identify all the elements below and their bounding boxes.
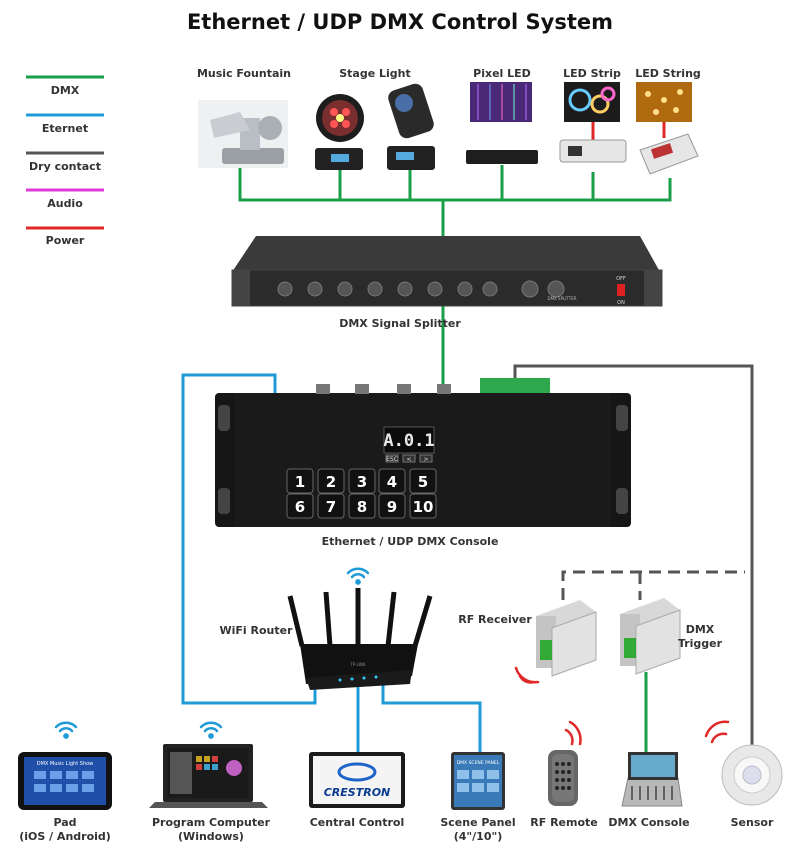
legend-item-audio: Audio: [47, 197, 83, 210]
label-pad-os: (iOS / Android): [19, 830, 111, 843]
console-keypad: 1 2 3 4 5 6 7 8 9 10: [286, 468, 437, 519]
dmx-bus-top: [238, 165, 672, 752]
splitter-brand-label: DMX SPLITTER: [547, 296, 576, 301]
wifi-icon-pc: [199, 721, 223, 739]
label-dmx-console: DMX Console: [608, 816, 690, 829]
scene-panel-image: [451, 752, 505, 810]
dry-contact-lines: [513, 364, 754, 745]
label-scene-panel-size: (4"/10"): [453, 830, 503, 843]
label-pad: Pad: [53, 816, 77, 829]
crestron-logo: CRESTRON: [324, 786, 391, 799]
svg-text:6: 6: [295, 498, 305, 516]
rf-signal-icon: [514, 666, 730, 746]
label-dmx-signal-splitter: DMX Signal Splitter: [339, 317, 461, 330]
label-program-computer-os: (Windows): [178, 830, 244, 843]
label-wifi-router: WiFi Router: [219, 624, 293, 637]
console-key-9: 9: [378, 493, 406, 519]
label-stage-light: Stage Light: [339, 67, 411, 80]
rf-receiver-image: [536, 600, 597, 677]
legend-item-dmx: DMX: [50, 84, 80, 97]
scene-panel-screen-title: DMX SCENE PANEL: [457, 760, 500, 766]
console-nav-key: [385, 454, 399, 463]
power-lines: [591, 122, 666, 140]
console-key-8: 8: [348, 493, 376, 519]
label-led-strip: LED Strip: [563, 67, 621, 80]
console-nav-key-left: <: [406, 456, 411, 463]
led-string-image: [636, 82, 699, 175]
label-pixel-led: Pixel LED: [473, 67, 531, 80]
central-control-image: [309, 752, 405, 808]
label-dmx-trigger-line2: Trigger: [677, 637, 723, 650]
console-nav-key: [419, 454, 433, 463]
legend-item-power: Power: [45, 234, 85, 247]
pixel-led-image: [466, 82, 538, 164]
stage-light-beam-image: [387, 83, 435, 170]
console-key-1: 1: [286, 468, 314, 494]
svg-text:9: 9: [387, 498, 397, 516]
svg-text:2: 2: [326, 473, 336, 491]
console-nav-key: [402, 454, 416, 463]
console-key-2: 2: [317, 468, 345, 494]
console-key-4: 4: [378, 468, 406, 494]
rf-remote-image: [548, 750, 578, 806]
label-central-control: Central Control: [309, 816, 405, 829]
dmx-lighting-console-image: [621, 752, 683, 807]
led-strip-image: [559, 82, 627, 163]
dry-contact-dashed: [561, 570, 745, 600]
label-led-string: LED String: [635, 67, 701, 80]
dmx-trigger-image: [620, 598, 681, 675]
router-brand-label: TP-LINK: [349, 662, 366, 667]
ethernet-lines: [181, 373, 482, 752]
svg-text:4: 4: [387, 473, 397, 491]
legend-lines: [26, 75, 104, 230]
pad-image: [18, 752, 112, 810]
label-ethernet-udp-dmx-console: Ethernet / UDP DMX Console: [321, 535, 499, 548]
wifi-icon-pad: [54, 721, 78, 739]
label-rf-receiver: RF Receiver: [458, 613, 532, 626]
svg-text:1: 1: [295, 473, 305, 491]
program-computer-image: [149, 744, 268, 808]
console-key-7: 7: [317, 493, 345, 519]
legend-item-ethernet: Eternet: [41, 122, 89, 135]
label-scene-panel: Scene Panel: [440, 816, 516, 829]
svg-text:3: 3: [357, 473, 367, 491]
svg-text:5: 5: [418, 473, 428, 491]
splitter-on-label: ON: [617, 300, 625, 306]
label-program-computer: Program Computer: [152, 816, 270, 829]
label-rf-remote: RF Remote: [530, 816, 598, 829]
stage-light-wash-image: [315, 94, 364, 170]
console-key-6: 6: [286, 493, 314, 519]
label-sensor: Sensor: [730, 816, 774, 829]
wifi-router-image: [287, 588, 433, 690]
console-key-5: 5: [409, 468, 437, 494]
svg-text:7: 7: [326, 498, 336, 516]
sensor-image: [721, 744, 783, 806]
dmx-signal-splitter-image: [231, 236, 663, 307]
console-display-readout: A.0.1: [383, 431, 434, 451]
console-nav-key-esc: ESC: [386, 456, 398, 463]
music-fountain-image: [198, 100, 288, 168]
pad-screen-title: DMX Music Light Show: [37, 761, 94, 767]
legend-item-dry-contact: Dry contact: [29, 160, 101, 173]
console-key-10: 10: [409, 493, 437, 519]
label-music-fountain: Music Fountain: [196, 67, 291, 80]
svg-text:10: 10: [413, 498, 434, 516]
wifi-icon-router: [346, 567, 370, 585]
splitter-off-label: OFF: [616, 276, 626, 282]
console-nav-key-right: >: [423, 456, 428, 463]
svg-text:8: 8: [357, 498, 367, 516]
page-title: Ethernet / UDP DMX Control System: [186, 10, 614, 34]
console-key-3: 3: [348, 468, 376, 494]
label-dmx-trigger-line1: DMX: [685, 623, 715, 636]
console-nav-keys: ESC < >: [385, 454, 433, 463]
